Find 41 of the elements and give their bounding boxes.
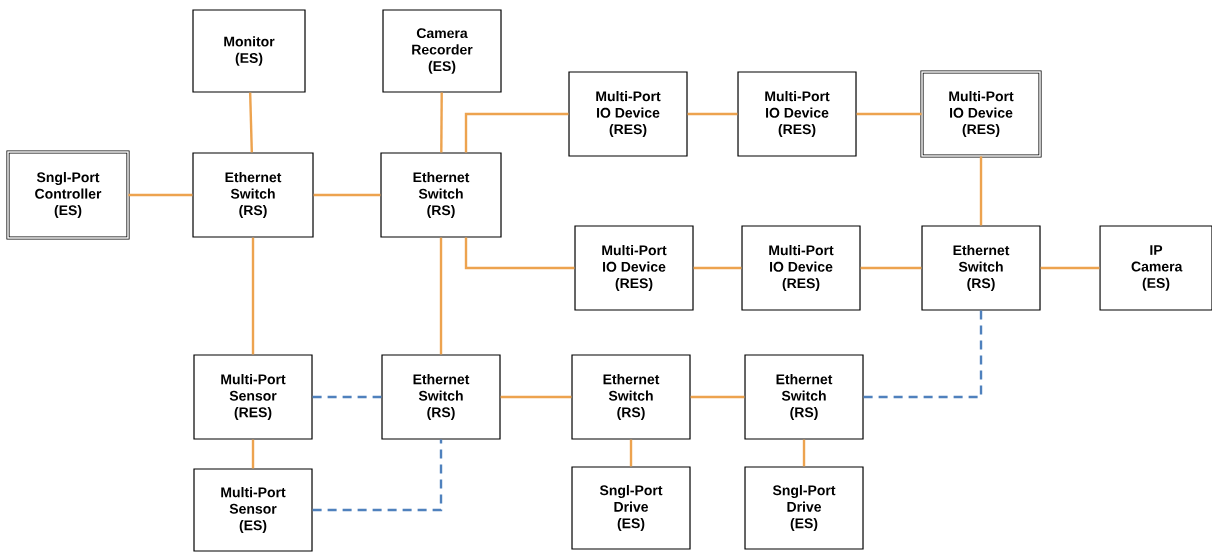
connector-line [439,237,443,355]
device-box: Multi-Port Sensor (RES) [193,354,313,440]
device-box: Ethernet Switch (RS) [381,354,501,440]
device-box: IP Camera (ES) [1099,225,1212,311]
dashed-line [863,310,983,399]
device-box: Sngl-Port Drive (ES) [744,466,864,550]
device-box: Monitor (ES) [192,9,306,93]
connector-line [128,193,193,197]
connector-line [464,237,575,270]
device-box: Camera Recorder (ES) [382,9,502,93]
device-box: Ethernet Switch (RS) [192,152,314,238]
connector-line [248,92,253,153]
connector-line [687,112,738,116]
connector-line [251,237,255,355]
connector-line [251,439,255,469]
connector-line [802,439,806,467]
connector-line [629,439,633,467]
connector-line [313,193,381,197]
device-box: Multi-Port Sensor (ES) [193,468,313,552]
device-box: Sngl-Port Drive (ES) [571,466,691,550]
connector-line [856,112,922,116]
connector-line [979,156,983,226]
device-box: Multi-Port IO Device (RES) [737,71,857,157]
device-box: Ethernet Switch (RS) [380,152,502,238]
device-box: Ethernet Switch (RS) [921,225,1041,311]
device-box: Multi-Port IO Device (RES) [568,71,688,157]
dashed-line [312,439,443,512]
connector-line [440,92,443,153]
device-box: Ethernet Switch (RS) [744,354,864,440]
device-box: Multi-Port IO Device (RES) [920,70,1042,158]
connector-line [1040,266,1100,270]
device-box: Ethernet Switch (RS) [571,354,691,440]
connector-line [693,266,742,270]
connector-line [860,266,922,270]
connector-line [464,112,569,153]
device-box: Multi-Port IO Device (RES) [741,225,861,311]
dashed-line [312,395,382,399]
device-box: Multi-Port IO Device (RES) [574,225,694,311]
connector-line [500,395,572,399]
connector-line [690,395,745,399]
device-box: Sngl-Port Controller (ES) [6,150,130,240]
